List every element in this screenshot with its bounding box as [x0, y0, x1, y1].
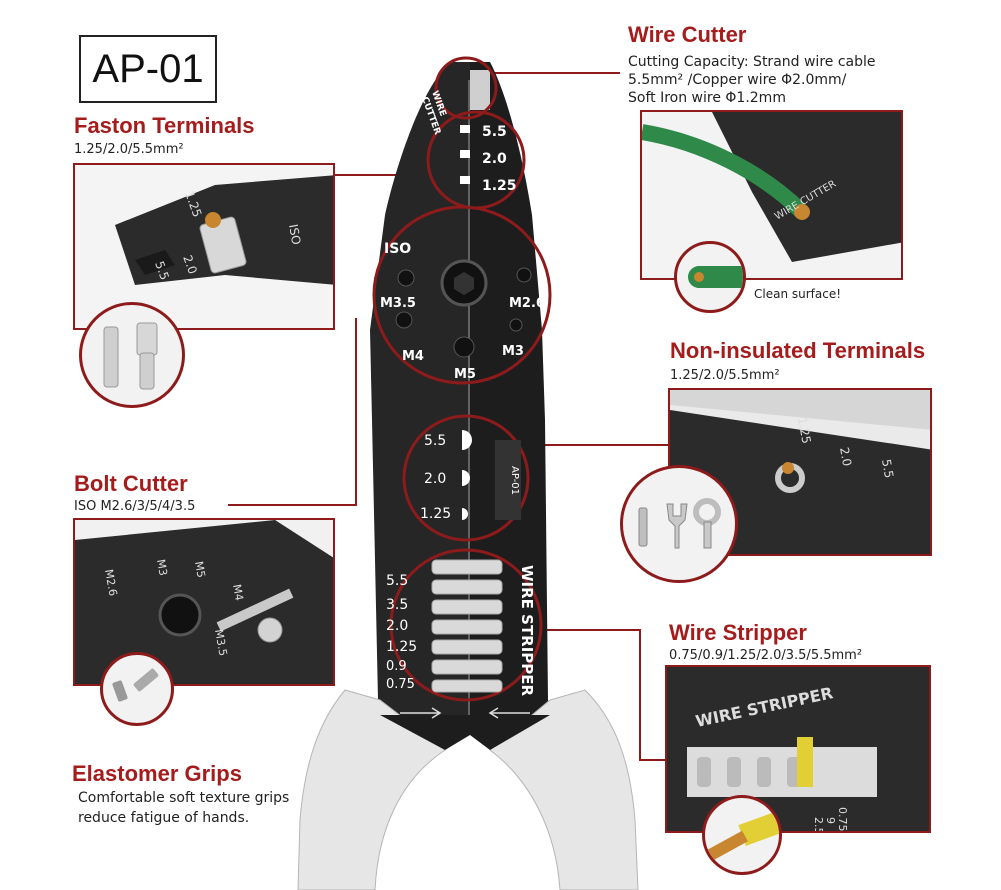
brand-plate [495, 440, 521, 520]
bolt-cutter-photo: M2.6 M3 M5 M4 M3.5 [75, 520, 333, 684]
crimp-top-notches [460, 125, 470, 184]
wire-stripper-panel: WIRE STRIPPER 2.5 9 0.75 [665, 665, 931, 833]
stripper-panel-size-3: 0.75 [836, 807, 849, 832]
wire-cutter-line-1: Cutting Capacity: Strand wire cable [628, 54, 876, 70]
grips-title: Elastomer Grips [72, 761, 242, 786]
left-jaw [370, 62, 470, 715]
faston-panel-size-3: 5.5 [152, 259, 172, 282]
non-ins-panel-size-3: 5.5 [879, 458, 896, 479]
stripped-wire-icon [705, 812, 779, 864]
faston-panel-iso: ISO [286, 223, 303, 246]
crimp-mid-highlight [402, 414, 530, 542]
faston-terminal-circle [79, 302, 185, 408]
wire-cutter-panel: WIRE CUTTER [640, 110, 903, 280]
wire-cutter-circle [674, 241, 746, 313]
direction-arrows [400, 707, 530, 719]
crimp-mid-notches [462, 430, 472, 520]
bolt-panel-m5: M5 [192, 560, 208, 579]
right-jaw [470, 62, 550, 715]
bolt-holes [395, 259, 532, 358]
non-ins-panel-size-2: 2.0 [837, 446, 854, 467]
bolt-cutter-panel: M2.6 M3 M5 M4 M3.5 [73, 518, 335, 686]
right-grip [489, 689, 639, 890]
stripper-highlight [389, 548, 543, 702]
grips-line-1: Comfortable soft texture grips [78, 790, 290, 806]
wire-cutter-title: Wire Cutter [628, 22, 747, 47]
bolt-highlight [372, 205, 552, 385]
bolt-panel-m4: M4 [230, 583, 246, 602]
faston-title: Faston Terminals [74, 113, 255, 138]
model-name-box: AP-01 [79, 35, 217, 103]
bolt-cutter-sizes: ISO M2.6/3/5/4/3.5 [74, 499, 196, 514]
clean-cut-wire-icon [688, 266, 743, 288]
wire-stripper-sizes: 0.75/0.9/1.25/2.0/3.5/5.5mm² [669, 648, 863, 663]
faston-terminal-icon [103, 322, 158, 390]
non-insulated-circle [620, 465, 738, 583]
bolt-panel-m35: M3.5 [212, 628, 229, 657]
non-insulated-sizes: 1.25/2.0/5.5mm² [670, 368, 780, 383]
wire-stripper-title: Wire Stripper [669, 620, 807, 645]
left-grip [297, 689, 446, 890]
wire-cutter-line-2: 5.5mm² /Copper wire Φ2.0mm/ [628, 72, 847, 88]
stripper-panel-size-2: 9 [824, 817, 837, 824]
non-insulated-title: Non-insulated Terminals [670, 338, 926, 363]
clean-surface-caption: Clean surface! [754, 287, 842, 301]
bolt-panel-m26: M2.6 [102, 568, 119, 597]
bolt-cut-pieces-icon [112, 668, 159, 702]
wire-stripper-circle [702, 795, 782, 875]
faston-panel-size-2: 2.0 [180, 253, 200, 276]
non-ins-panel-size-1: 1.25 [795, 416, 813, 445]
wire-stripper-photo: WIRE STRIPPER 2.5 9 0.75 [667, 667, 929, 833]
grips-line-2: reduce fatigue of hands. [78, 810, 250, 826]
cutter-highlight [434, 56, 498, 120]
bolt-cutter-circle [100, 652, 174, 726]
stripper-panel-size-1: 2.5 [812, 817, 825, 833]
wire-cutter-line-3: Soft Iron wire Φ1.2mm [628, 90, 786, 106]
wire-cutter-photo: WIRE CUTTER [642, 112, 901, 278]
faston-panel: 1.25 2.0 5.5 ISO [73, 163, 335, 330]
faston-sizes: 1.25/2.0/5.5mm² [74, 142, 184, 157]
stripper-teeth [431, 559, 503, 693]
faston-photo: 1.25 2.0 5.5 ISO [75, 165, 333, 328]
cutter-blade [470, 70, 490, 110]
ring-terminal-icons [638, 498, 721, 549]
bolt-panel-m3: M3 [154, 558, 170, 577]
callout-lines [228, 72, 670, 761]
bolt-cutter-title: Bolt Cutter [74, 471, 188, 496]
